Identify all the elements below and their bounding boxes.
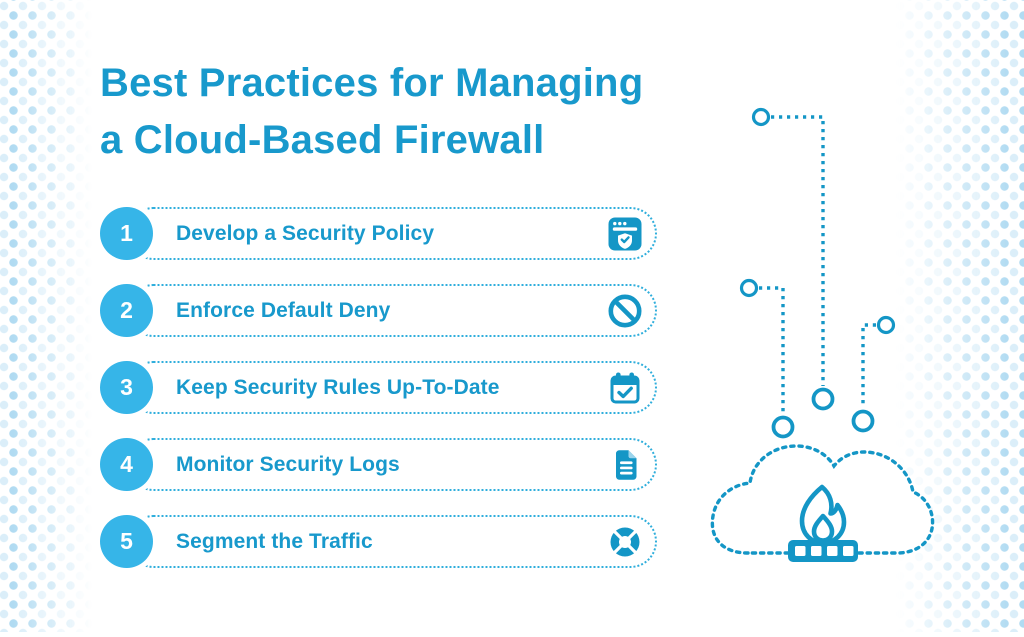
list-item-4: 4 Monitor Security Logs [100,438,657,491]
list-item-1: 1 Develop a Security Policy [100,207,657,260]
list-item-pill [127,438,657,491]
step-number-badge: 4 [100,438,153,491]
halftone-dots-left [0,0,92,632]
page-title-line1: Best Practices for Managing [100,61,644,105]
circuit-node [851,409,875,433]
cloud-firewall-illustration [690,0,1024,632]
step-label: Enforce Default Deny [176,298,391,322]
log-document-icon [607,447,643,483]
circuit-line-b [759,286,785,413]
segmented-wheel-icon [607,524,643,560]
circuit-node [751,107,771,127]
page-title: Best Practices for Managing a Cloud-Base… [100,55,643,169]
circuit-line-c [861,323,876,407]
step-label: Monitor Security Logs [176,452,400,476]
page-title-line2: a Cloud-Based Firewall [100,118,545,162]
list-item-2: 2 Enforce Default Deny [100,284,657,337]
circuit-line-a [771,115,825,386]
step-label: Keep Security Rules Up-To-Date [176,375,500,399]
step-number-badge: 2 [100,284,153,337]
circuit-node [739,278,759,298]
list-item-5: 5 Segment the Traffic [100,515,657,568]
step-number-badge: 1 [100,207,153,260]
step-number-badge: 5 [100,515,153,568]
calendar-check-icon [607,370,643,406]
list-item-pill [127,284,657,337]
list-item-3: 3 Keep Security Rules Up-To-Date [100,361,657,414]
shield-browser-icon [607,216,643,252]
step-label: Develop a Security Policy [176,221,435,245]
ban-icon [607,293,643,329]
step-label: Segment the Traffic [176,529,373,553]
step-number-badge: 3 [100,361,153,414]
circuit-node [876,315,896,335]
list-item-pill [127,361,657,414]
firewall-bricks-icon [788,540,858,562]
circuit-node [771,415,795,439]
list-item-pill [127,207,657,260]
circuit-node [811,387,835,411]
list-item-pill [127,515,657,568]
best-practices-list: 1 Develop a Security Policy 2 Enforce De… [100,207,657,592]
